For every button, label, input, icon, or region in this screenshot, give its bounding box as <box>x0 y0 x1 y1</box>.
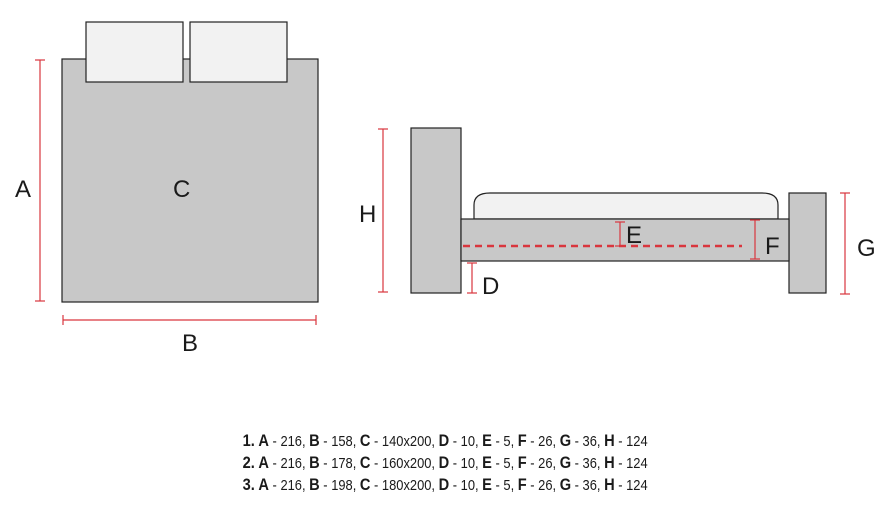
spec-h-value: 124 <box>626 433 648 450</box>
label-a: A <box>15 176 31 203</box>
spec-c-value: 180x200 <box>381 477 432 494</box>
label-g: G <box>857 235 876 262</box>
spec-f-value: 26 <box>538 455 553 472</box>
spec-e-value: 5 <box>503 433 511 450</box>
spec-b-value: 178 <box>331 455 353 472</box>
label-c: C <box>173 176 190 203</box>
label-b: B <box>182 330 198 357</box>
spec-a-value: 216 <box>280 477 302 494</box>
label-h: H <box>359 201 376 228</box>
spec-row-1: 1. A - 216, B - 158, C - 140x200, D - 10… <box>242 431 648 450</box>
dimension-spec-list: 1. A - 216, B - 158, C - 140x200, D - 10… <box>62 430 827 496</box>
spec-h-value: 124 <box>626 477 648 494</box>
spec-d-value: 10 <box>460 433 475 450</box>
mattress-top <box>61 58 319 303</box>
headboard <box>410 127 462 294</box>
spec-a-value: 216 <box>280 433 302 450</box>
mattress-side <box>473 192 779 220</box>
label-d: D <box>482 273 499 300</box>
spec-g-value: 36 <box>582 433 597 450</box>
spec-f-value: 26 <box>538 477 553 494</box>
frame-rail <box>460 218 790 262</box>
spec-row-3: 3. A - 216, B - 198, C - 180x200, D - 10… <box>242 475 648 494</box>
spec-h-value: 124 <box>626 455 648 472</box>
spec-d-value: 10 <box>460 455 475 472</box>
pillow-left <box>85 21 184 83</box>
label-e: E <box>626 222 642 249</box>
spec-b-value: 158 <box>331 433 353 450</box>
spec-b-value: 198 <box>331 477 353 494</box>
spec-f-value: 26 <box>538 433 553 450</box>
pillow-right <box>189 21 288 83</box>
footboard <box>788 192 827 294</box>
spec-g-value: 36 <box>582 477 597 494</box>
side-view: H D E F G <box>359 127 876 300</box>
label-f: F <box>765 233 780 260</box>
spec-g-value: 36 <box>582 455 597 472</box>
spec-c-value: 140x200 <box>381 433 432 450</box>
spec-e-value: 5 <box>503 455 511 472</box>
spec-row-2: 2. A - 216, B - 178, C - 160x200, D - 10… <box>242 453 648 472</box>
top-view: A B C <box>15 21 319 357</box>
spec-e-value: 5 <box>503 477 511 494</box>
spec-c-value: 160x200 <box>381 455 432 472</box>
spec-a-value: 216 <box>280 455 302 472</box>
spec-d-value: 10 <box>460 477 475 494</box>
